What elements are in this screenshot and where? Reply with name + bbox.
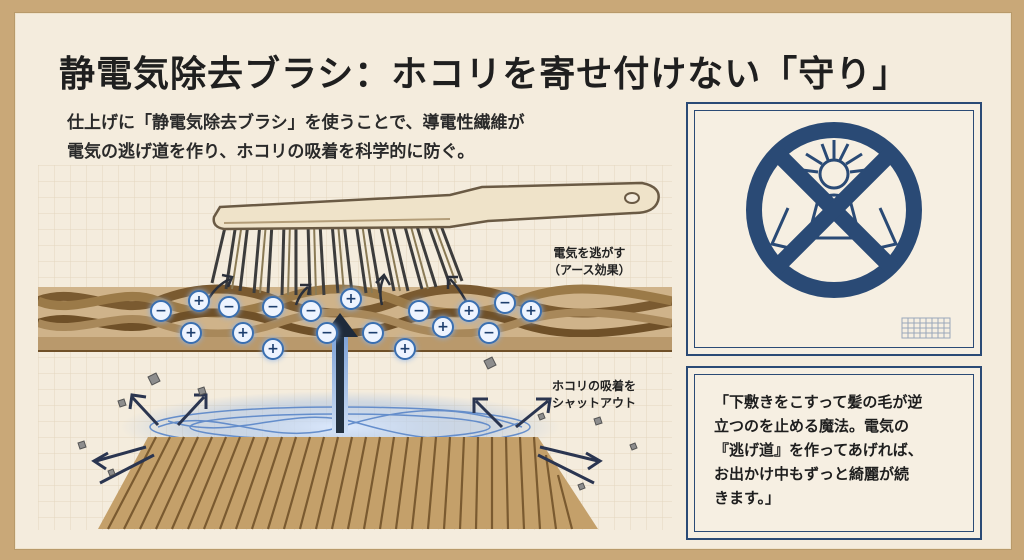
positive-charge-icon: + [232, 322, 254, 344]
quote-line-2: 立つのを止める魔法。電気の [714, 417, 910, 435]
negative-charge-icon: − [478, 322, 500, 344]
quote-text: 「下敷きをこすって髪の毛が逆 立つのを止める魔法。電気の 『逃げ道』を作ってあげ… [714, 390, 964, 510]
discharge-arrows [204, 272, 468, 306]
block-dust-line-1: ホコリの吸着を [552, 379, 637, 393]
ground-effect-label: 電気を逃がす （アース効果） [548, 245, 631, 279]
block-dust-label: ホコリの吸着を シャットアウト [552, 378, 636, 412]
negative-charge-icon: − [262, 296, 284, 318]
positive-charge-icon: + [262, 338, 284, 360]
negative-charge-icon: − [408, 300, 430, 322]
quote-line-5: きます。」 [714, 489, 781, 507]
dust-deflect-arrows [91, 393, 603, 485]
negative-charge-icon: − [150, 300, 172, 322]
quote-line-4: お出かけ中もずっと綺麗が続 [714, 465, 910, 483]
negative-charge-icon: − [316, 322, 338, 344]
intro-line-2: 電気の逃げ道を作り、ホコリの吸着を科学的に防ぐ。 [67, 142, 475, 162]
positive-charge-icon: + [394, 338, 416, 360]
brush-discharging-static-icon [38, 165, 672, 530]
positive-charge-icon: + [340, 288, 362, 310]
ground-effect-line-1: 電気を逃がす [553, 246, 626, 260]
brush [210, 181, 660, 296]
page-title: 静電気除去ブラシ：ホコリを寄せ付けない「守り」 [59, 53, 910, 95]
positive-charge-icon: + [180, 322, 202, 344]
prohibition-icon-box [686, 102, 982, 356]
negative-charge-icon: − [300, 300, 322, 322]
negative-charge-icon: − [494, 292, 516, 314]
quote-line-3: 『逃げ道』を作ってあげれば、 [714, 441, 923, 459]
block-dust-line-2: シャットアウト [552, 396, 637, 410]
negative-charge-icon: − [362, 322, 384, 344]
dust-particles [77, 356, 638, 491]
intro-line-1: 仕上げに「静電気除去ブラシ」を使うことで、導電性繊維が [67, 113, 525, 133]
no-static-hair-icon [746, 122, 951, 339]
ground-effect-line-2: （アース効果） [548, 263, 631, 277]
positive-charge-icon: + [520, 300, 542, 322]
bristle-mat [98, 436, 598, 530]
positive-charge-icon: + [458, 300, 480, 322]
negative-charge-icon: − [218, 296, 240, 318]
positive-charge-icon: + [432, 316, 454, 338]
intro-text: 仕上げに「静電気除去ブラシ」を使うことで、導電性繊維が 電気の逃げ道を作り、ホコ… [67, 109, 667, 167]
quote-line-1: 「下敷きをこすって髪の毛が逆 [714, 393, 923, 411]
quote-box: 「下敷きをこすって髪の毛が逆 立つのを止める魔法。電気の 『逃げ道』を作ってあげ… [686, 366, 982, 540]
positive-charge-icon: + [188, 290, 210, 312]
